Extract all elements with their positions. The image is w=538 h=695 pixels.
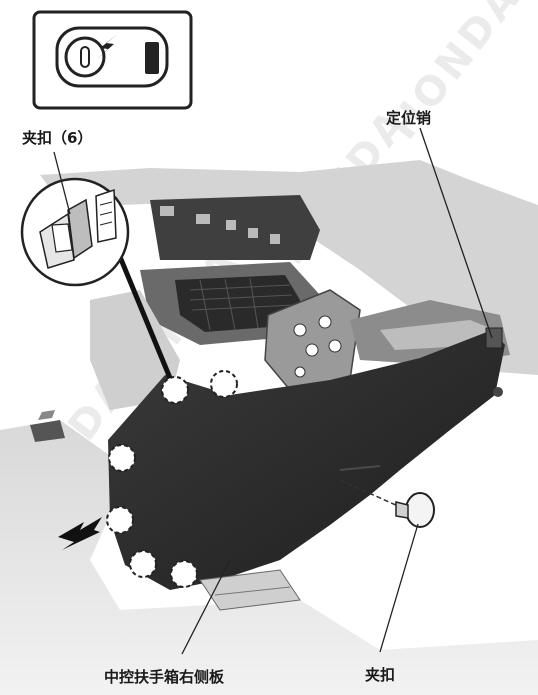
console-scene (0, 160, 538, 695)
location-arrow-icon (96, 34, 118, 60)
car-outline (55, 26, 169, 88)
clip-marker (129, 550, 157, 578)
steering-wheel-icon (64, 36, 106, 78)
clip-count-label: 夹扣（6） (22, 129, 93, 147)
steering-hub-icon (80, 46, 90, 68)
center-console-right-side-panel (108, 330, 505, 590)
floor-rail (199, 569, 301, 611)
clip-marker (108, 444, 136, 472)
leader-clip6 (53, 151, 71, 215)
locating-pin-label: 定位销 (386, 109, 432, 127)
removal-direction-arrow-icon (58, 517, 102, 550)
leader-locating-pin (419, 127, 493, 339)
leader-side-panel (181, 559, 231, 655)
clip-label: 夹扣 (365, 666, 396, 684)
clip-detail-callout (20, 177, 173, 379)
clip-marker (161, 376, 189, 404)
locator-inset (32, 10, 193, 110)
side-panel-label: 中控扶手箱右侧板 (104, 668, 225, 686)
seat-icon (145, 42, 159, 74)
leader-lines (53, 127, 493, 655)
clip-marker (210, 370, 238, 398)
push-clip (339, 479, 435, 528)
clip-marker (106, 506, 134, 534)
clip-marker (170, 560, 198, 588)
clip-markers (106, 370, 238, 588)
leader-clip (379, 523, 419, 653)
